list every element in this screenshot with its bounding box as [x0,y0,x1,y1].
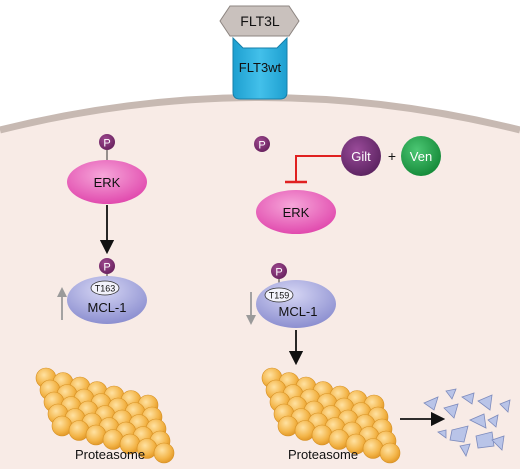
proteasome-right [261,367,401,464]
inhibition-line [285,155,341,184]
proteasome-subunit [51,415,73,437]
peptide-fragments [423,388,511,457]
right-panel: P Gilt + Ven ERK P [246,136,511,464]
proteasome-label-right: Proteasome [288,447,358,462]
flt3wt-receptor: FLT3wt [232,36,288,100]
proteasome-subunit [68,420,90,441]
venetoclax-drug: Ven [401,136,441,176]
svg-text:ERK: ERK [283,205,310,220]
erk-right: ERK [256,190,336,234]
gilteritinib-drug: Gilt [341,136,381,176]
proteasome-subunit [294,420,316,441]
flt3wt-label: FLT3wt [239,60,282,75]
svg-text:MCL-1: MCL-1 [278,304,317,319]
svg-text:P: P [103,262,110,274]
mcl1-left: T163 MCL-1 [67,276,147,324]
proteasome-subunit [362,438,384,459]
proteasome-left [35,367,175,464]
phospho-free-right: P [254,136,270,152]
svg-text:Gilt: Gilt [351,149,371,164]
svg-text:ERK: ERK [94,175,121,190]
svg-text:Ven: Ven [410,149,432,164]
mcl1-right: T159 MCL-1 [256,280,336,328]
proteasome-subunit [85,424,107,446]
svg-text:MCL-1: MCL-1 [87,300,126,315]
proteasome-subunit [153,442,175,464]
phospho-erk-left: P [99,134,115,160]
site-label-right: T159 [269,291,290,301]
plus-sign: + [388,148,396,164]
svg-text:P: P [103,138,110,150]
svg-text:P: P [275,267,282,279]
flt3l-label: FLT3L [240,13,280,29]
down-arrow-icon [246,292,256,325]
svg-text:P: P [258,140,265,152]
flt3l-ligand: FLT3L [219,5,300,37]
erk-left: ERK [67,160,147,204]
proteasome-label-left: Proteasome [75,447,145,462]
left-panel: P ERK P T163 MCL-1 Proteasome [35,134,175,464]
up-arrow-icon [57,287,67,320]
site-label-left: T163 [95,284,116,294]
proteasome-subunit [311,424,333,446]
proteasome-subunit [277,415,299,437]
proteasome-subunit [379,442,401,464]
